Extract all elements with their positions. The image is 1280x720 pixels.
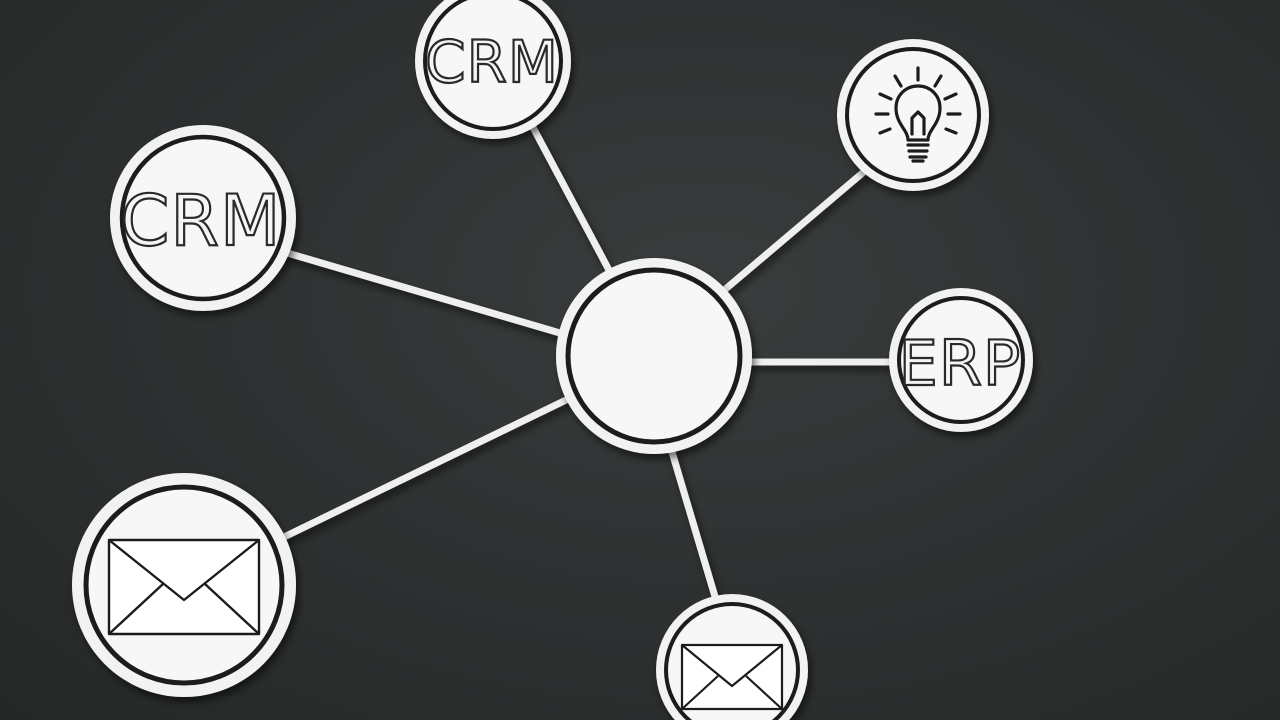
lightbulb-icon [874, 66, 962, 163]
node-lightbulb [837, 39, 989, 191]
connectors [280, 114, 899, 604]
crm-top-label: CRM [425, 28, 559, 96]
connector-crm-top [524, 114, 614, 276]
node-mail-large [72, 473, 296, 697]
node-erp: ERP [889, 288, 1033, 432]
connector-crm-left [280, 248, 564, 337]
connector-lightbulb [718, 166, 870, 296]
connector-mail-small [668, 448, 720, 604]
envelope-icon [107, 538, 261, 636]
node-crm-top: CRM [415, 0, 571, 139]
connector-mail-large [280, 396, 570, 541]
node-crm-left: CRM [110, 125, 296, 311]
erp-label: ERP [899, 327, 1022, 400]
envelope-icon-small [680, 643, 784, 711]
crm-left-label: CRM [121, 180, 282, 262]
center-node [556, 258, 752, 454]
node-mail-small [656, 594, 808, 720]
